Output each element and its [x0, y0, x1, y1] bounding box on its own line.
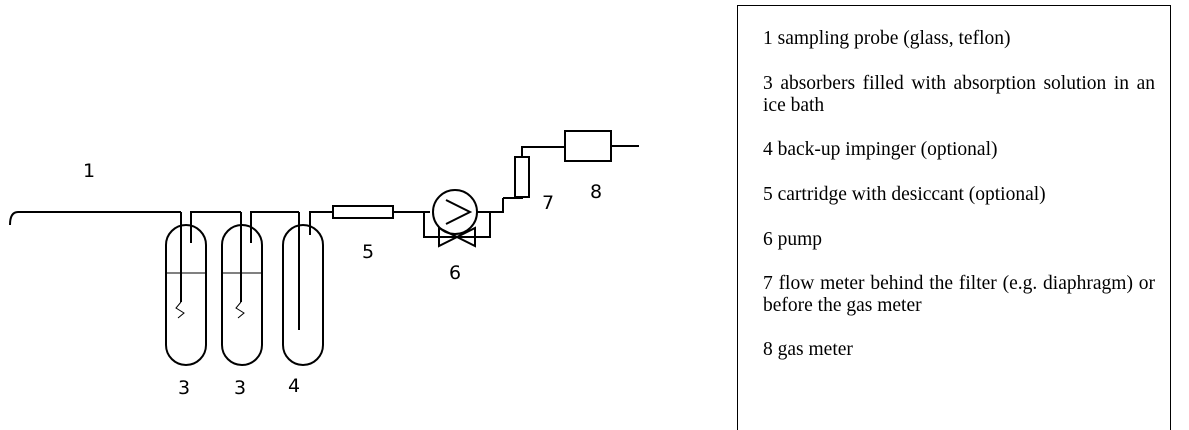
legend-item-5: 5 cartridge with desiccant (optional) — [763, 184, 1046, 205]
legend-item-6: 6 pump — [763, 229, 823, 250]
legend-item-4: 4 back-up impinger (optional) — [763, 139, 998, 160]
label-absorber-2: 3 — [234, 377, 246, 399]
label-pump: 6 — [449, 262, 461, 284]
gas-meter — [564, 130, 639, 162]
label-absorber-1: 3 — [178, 377, 190, 399]
label-cartridge: 5 — [362, 241, 374, 263]
desiccant-cartridge — [332, 205, 430, 219]
flow-meter — [503, 146, 565, 199]
pump — [423, 189, 504, 248]
backup-impinger — [282, 211, 333, 366]
sampling-train-diagram: 1 3 3 4 5 6 7 8 — [9, 130, 639, 399]
legend-item-7: 7 flow meter behind the filter (e.g. dia… — [763, 273, 1155, 316]
label-probe: 1 — [83, 160, 95, 182]
legend-item-1: 1 sampling probe (glass, teflon) — [763, 28, 1011, 49]
legend-box: 1 sampling probe (glass, teflon) 3 absor… — [737, 5, 1171, 430]
sampling-probe — [9, 211, 181, 226]
label-flow-meter: 7 — [542, 192, 554, 214]
label-gas-meter: 8 — [590, 181, 602, 203]
legend-item-3: 3 absorbers filled with absorption solut… — [763, 73, 1155, 116]
label-backup-impinger: 4 — [288, 375, 300, 397]
legend-item-8: 8 gas meter — [763, 339, 853, 360]
absorber-1 — [165, 211, 241, 366]
absorber-2 — [221, 211, 299, 366]
